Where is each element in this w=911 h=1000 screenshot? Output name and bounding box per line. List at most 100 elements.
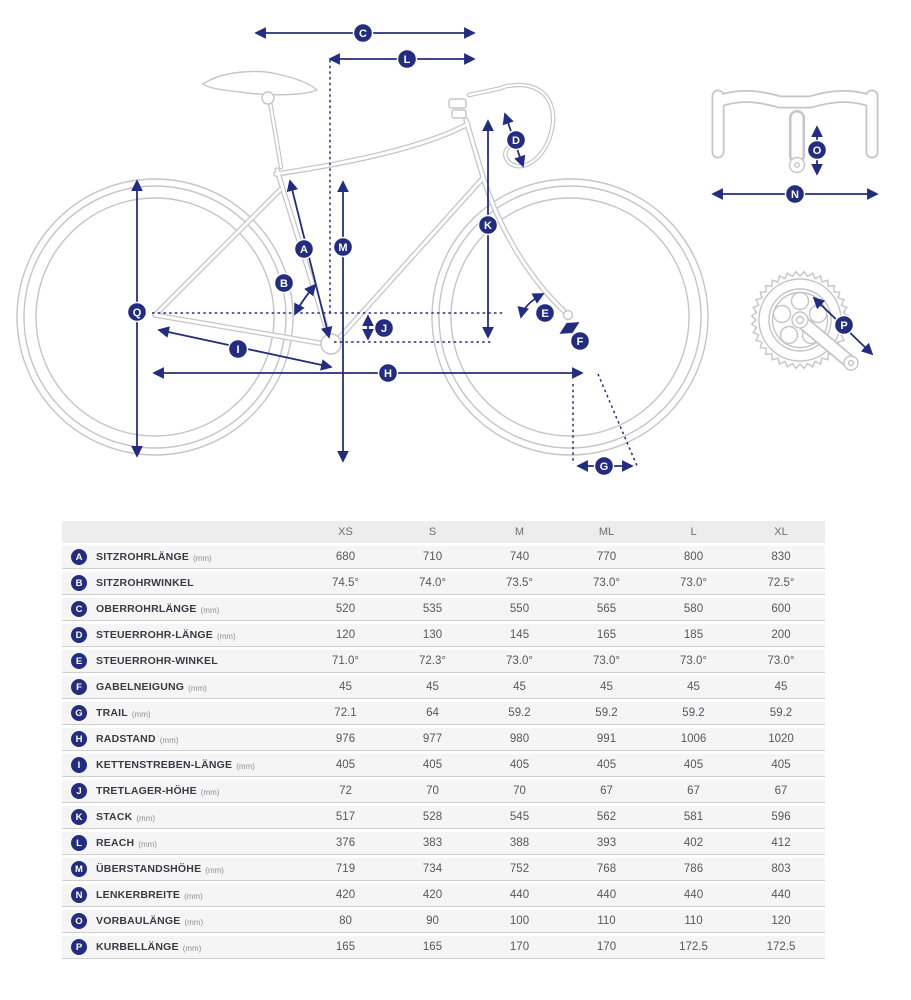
seatpost-clamp (261, 91, 275, 105)
diagram-badges: A B C D E F G H I J K L M N O P Q (126, 22, 855, 477)
size-value-cell: 719 (302, 858, 389, 881)
badge-f: F (569, 330, 591, 352)
row-letter-badge: E (71, 653, 87, 669)
size-value-cell: 734 (389, 858, 476, 881)
measure-name: STEUERROHR-LÄNGE (96, 629, 213, 641)
badge-o: O (806, 139, 828, 161)
badge-m: M (332, 236, 354, 258)
svg-text:C: C (359, 28, 367, 40)
bike-geometry-diagram: A B C D E F G H I J K L M N O P Q (16, 22, 879, 477)
size-value-cell: 72 (302, 780, 389, 803)
size-value-cell: 405 (650, 754, 737, 777)
size-value-cell: 71.0° (302, 650, 389, 673)
size-value-cell: 80 (302, 910, 389, 933)
size-value-cell: 517 (302, 806, 389, 829)
size-value-cell: 74.5° (302, 572, 389, 595)
size-value-cell: 440 (737, 884, 825, 907)
badge-n: N (784, 183, 806, 205)
svg-text:N: N (791, 189, 799, 201)
stem-spacer (448, 98, 467, 109)
badge-i: I (227, 338, 249, 360)
row-letter-badge: O (71, 913, 87, 929)
size-value-cell: 45 (563, 676, 650, 699)
measure-label: A SITZROHRLÄNGE(mm) (62, 549, 302, 565)
size-value-cell: 172.5 (737, 936, 825, 959)
size-value-cell: 740 (476, 546, 563, 569)
measure-unit: (mm) (182, 943, 202, 953)
size-value-cell: 405 (389, 754, 476, 777)
size-value-cell: 73.0° (737, 650, 825, 673)
measure-unit: (mm) (205, 865, 224, 875)
size-value-cell: 165 (563, 624, 650, 647)
size-value-cell: 45 (737, 676, 825, 699)
size-value-cell: 803 (737, 858, 825, 881)
size-value-cell: 64 (389, 702, 476, 725)
size-value-cell: 73.0° (650, 572, 737, 595)
badge-p: P (833, 314, 855, 336)
size-value-cell: 596 (737, 806, 825, 829)
measure-unit: (mm) (200, 605, 220, 615)
size-value-cell: 388 (476, 832, 563, 855)
row-letter-badge: J (71, 783, 87, 799)
svg-text:D: D (512, 135, 520, 147)
dim-A (286, 179, 333, 339)
size-value-cell: 120 (302, 624, 389, 647)
size-value-cell: 977 (389, 728, 476, 751)
measure-name: SITZROHRLÄNGE (96, 551, 190, 563)
size-value-cell: 528 (389, 806, 476, 829)
measure-label-cell: A SITZROHRLÄNGE(mm) (62, 546, 302, 569)
bottom-bracket (320, 333, 342, 355)
trail-diagonal (597, 373, 638, 467)
size-value-cell: 72.5° (737, 572, 825, 595)
size-value-cell: 565 (563, 598, 650, 621)
svg-text:H: H (384, 368, 392, 380)
size-value-cell: 74.0° (389, 572, 476, 595)
row-letter-badge: A (71, 549, 87, 565)
size-value-cell: 45 (650, 676, 737, 699)
row-letter-badge: H (71, 731, 87, 747)
measure-unit: (mm) (193, 553, 212, 563)
size-value-cell: 145 (476, 624, 563, 647)
size-value-cell: 165 (389, 936, 476, 959)
svg-text:Q: Q (133, 307, 142, 319)
size-value-cell: 73.0° (476, 650, 563, 673)
measure-name: OBERROHRLÄNGE (96, 603, 197, 615)
size-value-cell: 1020 (737, 728, 825, 751)
stem-spacer (451, 109, 467, 119)
size-value-cell: 535 (389, 598, 476, 621)
handlebar-top-view (718, 96, 872, 174)
size-value-cell: 752 (476, 858, 563, 881)
measure-name: SITZROHRWINKEL (96, 577, 194, 589)
size-value-cell: 402 (650, 832, 737, 855)
size-value-cell: 420 (389, 884, 476, 907)
size-value-cell: 550 (476, 598, 563, 621)
measure-name: STACK (96, 811, 133, 823)
size-header-empty-cell (62, 521, 302, 543)
size-value-cell: 440 (650, 884, 737, 907)
